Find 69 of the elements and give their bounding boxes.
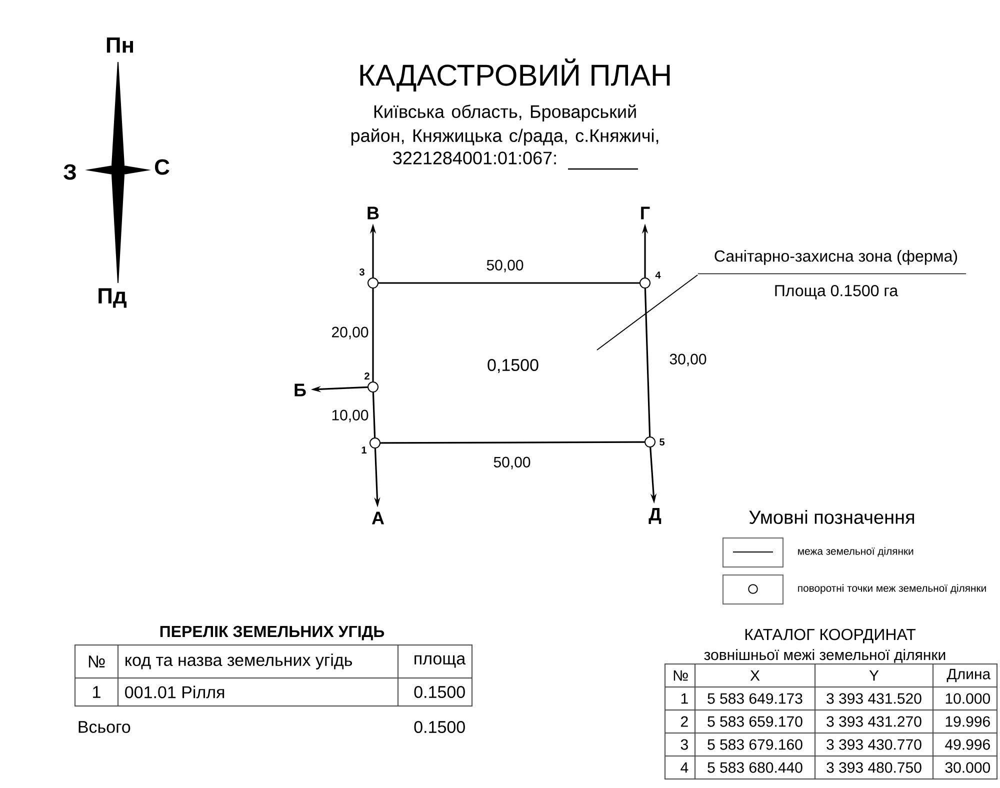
table-cell: 10.000 [932,686,998,710]
boundary-line [372,288,374,382]
boundary-line [378,282,640,284]
cadastral-number: 3221284001:01:067: [393,152,556,164]
edge-label: 20,00 [329,324,371,342]
point-number: 3 [359,268,364,276]
legend-text: межа земельної ділянки [798,547,914,557]
turning-point [370,438,380,448]
address-text: Київська область, Броварський район, Княжицька с/рада, с.Княжичі, [351,104,658,146]
direction-letter: Д [648,508,662,524]
legend-text: поворотні точки меж земельної ділянки [798,584,986,594]
table-cell: 30.000 [932,756,998,780]
table-cell: 001.01 Рілля [118,678,398,706]
table-cell: X [694,664,816,688]
turning-point [644,436,656,448]
edge-label: 50,00 [484,258,526,274]
leader-line [596,274,698,350]
compass-label: С [154,159,170,175]
table-cell: 49.996 [932,732,998,756]
table-cell: 3 393 431.520 [814,686,934,710]
direction-letter: В [368,206,379,220]
table-cell: Y [814,664,934,688]
boundary-line [372,392,376,438]
table-cell: код та назва земельних угідь [118,644,398,678]
turning-point [368,278,378,288]
table-cell: 5 583 659.170 [694,710,816,734]
boundary-line [644,288,651,437]
table-subtitle: зовнішньої межі земельної ділянки [704,649,946,663]
direction-letter: А [372,512,384,524]
compass-label: Пд [98,288,126,308]
table-cell: площа [398,644,472,678]
table-cell: 5 583 679.160 [694,732,816,756]
table-cell: 5 583 680.440 [694,756,816,780]
table-cell: 3 [664,732,696,756]
table-cell: № [74,644,118,678]
table-cell: Длина [932,664,998,688]
total-label: Всього [78,721,130,733]
boundary-line [380,441,645,444]
zone-callout: Санітарно-захисна зона (ферма) Площа 0.1500 га [698,250,966,300]
turning-point [368,382,378,392]
table-cell: 1 [74,678,118,706]
area-value: 0,1500 [488,359,538,374]
table-title: ПЕРЕЛІК ЗЕМЕЛЬНИХ УГІДЬ [160,626,384,640]
table-cell: 3 393 480.750 [814,756,934,780]
table-title: КАТАЛОГ КООРДИНАТ [745,628,916,644]
direction-letter: Г [641,206,650,220]
edge-label: 30,00 [667,352,709,368]
point-number: 5 [660,438,665,446]
table-cell: 19.996 [932,710,998,734]
legend-title: Умовні позначення [749,510,914,524]
title: КАДАСТРОВИЙ ПЛАН [360,58,670,92]
table-cell: 5 583 649.173 [694,686,816,710]
table-cell: 3 393 430.770 [814,732,934,756]
table-cell: 1 [664,686,696,710]
table-cell: № [664,664,696,688]
table-cell: 2 [664,710,696,734]
total-value: 0.1500 [414,721,465,734]
table-cell: 0.1500 [398,678,472,706]
direction-letter: Б [294,384,306,396]
edge-label: 10,00 [329,408,371,424]
table-cell: 3 393 431.270 [814,710,934,734]
point-number: 4 [655,272,661,278]
point-number: 2 [364,372,370,380]
edge-label: 50,00 [491,454,533,472]
table-cell: 4 [664,756,696,780]
turning-point [640,278,650,288]
point-number: 1 [362,446,367,454]
compass-label: З [64,164,76,180]
compass-label: Пн [106,37,133,53]
